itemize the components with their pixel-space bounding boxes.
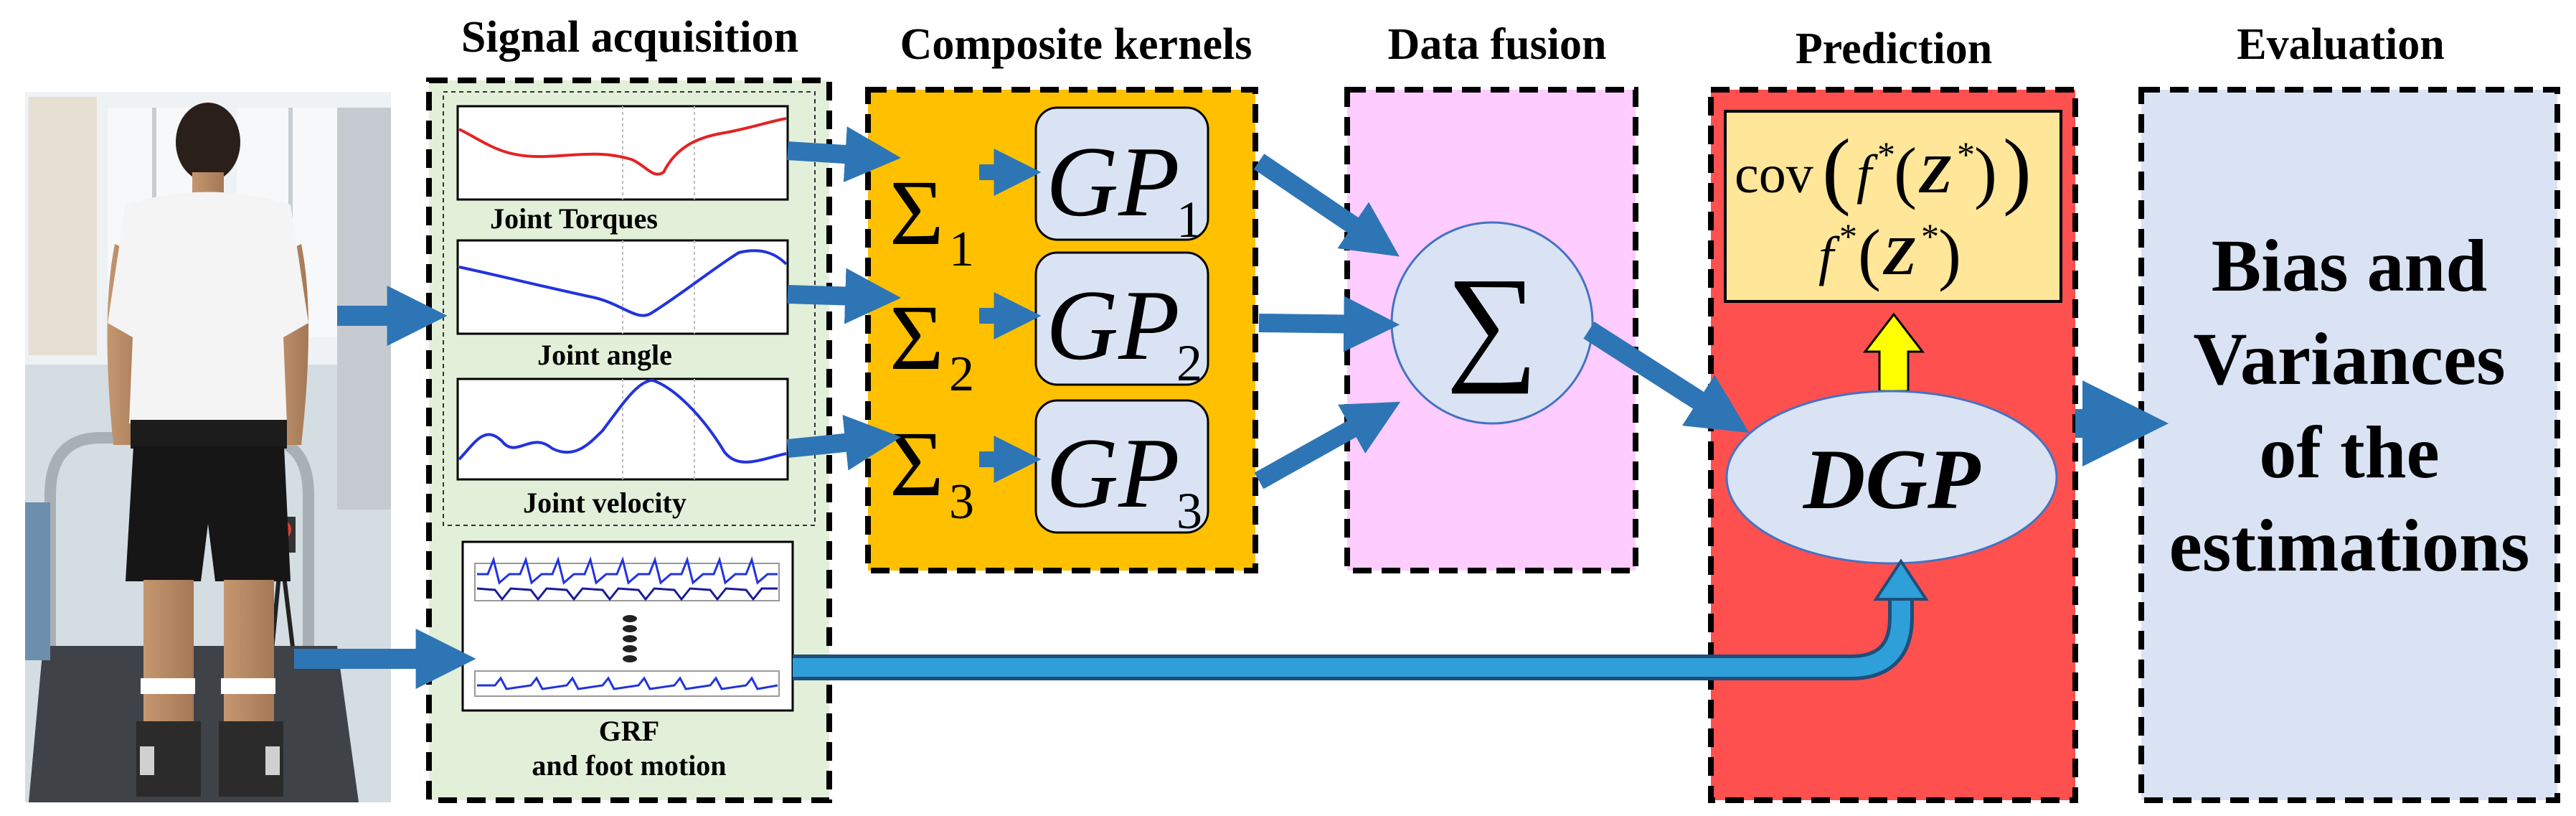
evaluation-box <box>2138 87 2560 803</box>
mean-z-star: * <box>1921 216 1939 256</box>
evaluation-line-3: of the <box>2259 411 2439 494</box>
gp-subscript-1: 1 <box>1176 191 1202 248</box>
gp-subscript-2: 2 <box>1176 334 1202 392</box>
gp-label-3: GP <box>1046 418 1180 529</box>
svg-text:(: ( <box>1822 121 1851 217</box>
arrow-gp1-to-fusion <box>1253 154 1400 257</box>
mean-expression: f * ( Z * ) <box>1818 215 1961 292</box>
title-signal-acquisition: Signal acquisition <box>461 13 798 62</box>
arrow-grf-to-dgp-head <box>1873 558 1929 601</box>
dgp-label: DGP <box>1803 431 1981 527</box>
evaluation-line-2: Variances <box>2193 318 2505 400</box>
gp-subscript-3: 3 <box>1176 482 1202 540</box>
gp-label-2: GP <box>1046 270 1180 381</box>
arrow-fusion-to-dgp <box>1583 322 1750 433</box>
plot-joint-velocity <box>456 377 789 481</box>
arrow-torques-to-sum1 <box>787 126 902 182</box>
subject-photo <box>25 92 391 802</box>
sum-symbol-2: Σ <box>890 286 944 390</box>
label-joint-torques: Joint Torques <box>490 202 658 235</box>
sum-symbol-1: Σ <box>890 161 944 265</box>
cov-z: Z <box>1918 144 1952 205</box>
arrow-gp3-to-fusion <box>1254 401 1401 489</box>
label-joint-angle: Joint angle <box>537 339 672 371</box>
sum-subscript-3: 3 <box>949 474 974 530</box>
plot-grf <box>461 540 794 712</box>
cov-f-star: * <box>1877 134 1895 174</box>
prediction-output-box <box>1724 110 2062 303</box>
kernel-row-1: Σ 1 GP 1 <box>890 106 1209 277</box>
arrow-gp2-to-fusion <box>1258 296 1400 352</box>
svg-text:): ) <box>2003 121 2032 217</box>
mean-z: Z <box>1882 226 1916 286</box>
cov-z-star: * <box>1957 134 1975 174</box>
plot-joint-angle <box>456 239 789 335</box>
sum-subscript-2: 2 <box>949 347 974 402</box>
arrow-grf-to-dgp <box>793 590 1910 677</box>
arrow-velocity-to-sum3 <box>786 414 902 471</box>
cov-label: cov <box>1735 144 1813 205</box>
svg-text:): ) <box>1974 133 1997 210</box>
label-grf: GRF <box>599 715 659 747</box>
sum-subscript-1: 1 <box>949 222 974 277</box>
kernel-row-2: Σ 2 GP 2 <box>890 251 1209 402</box>
gp-label-1: GP <box>1046 126 1180 238</box>
evaluation-line-1: Bias and <box>2212 225 2487 307</box>
label-joint-velocity: Joint velocity <box>523 487 687 519</box>
label-foot-motion: and foot motion <box>532 749 726 782</box>
svg-text:(: ( <box>1894 133 1917 210</box>
kernel-row-3: Σ 3 GP 3 <box>890 399 1209 540</box>
title-data-fusion: Data fusion <box>1388 20 1607 69</box>
svg-text:): ) <box>1938 215 1961 292</box>
cov-expression: cov ( f * ( Z * ) ) <box>1735 121 2032 217</box>
evaluation-line-4: estimations <box>2169 505 2530 587</box>
arrow-angle-to-sum2 <box>787 268 902 324</box>
fusion-sum-symbol: ∑ <box>1446 251 1538 394</box>
dgp-node <box>1725 390 2058 565</box>
title-evaluation: Evaluation <box>2237 20 2444 69</box>
svg-text:(: ( <box>1858 215 1881 292</box>
plot-joint-torques <box>456 105 789 201</box>
sum-symbol-3: Σ <box>890 413 944 516</box>
title-composite-kernels: Composite kernels <box>900 20 1252 69</box>
title-prediction: Prediction <box>1796 24 1992 73</box>
mean-f-star: * <box>1839 216 1857 256</box>
